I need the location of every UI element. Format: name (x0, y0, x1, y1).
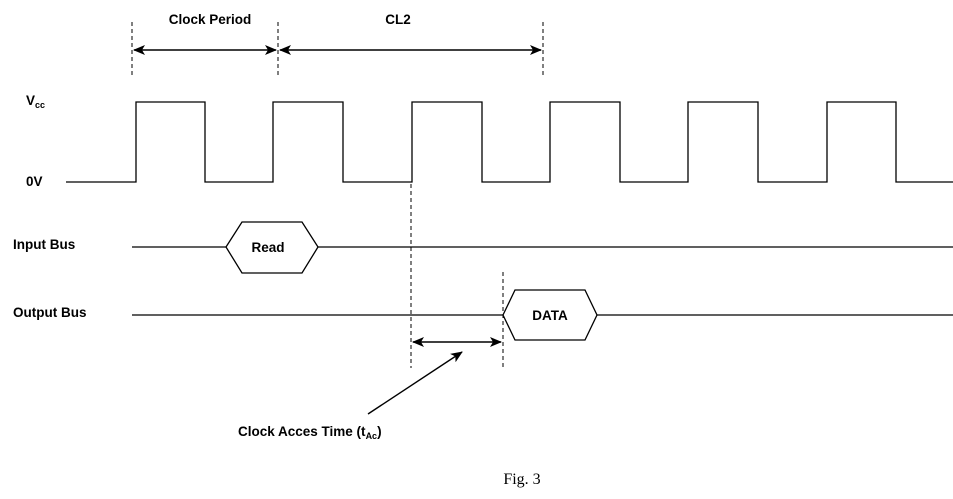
read-label: Read (251, 240, 284, 255)
clock-period-label: Clock Period (169, 12, 252, 27)
data-label: DATA (532, 308, 568, 323)
output-bus-label: Output Bus (13, 305, 87, 320)
vcc-label: Vcc (26, 93, 45, 110)
access-time-pointer-arrow (367, 351, 463, 415)
cl2-label: CL2 (385, 12, 411, 27)
zero-volt-label: 0V (26, 174, 43, 189)
access-time-label: Clock Acces Time (tAc) (238, 424, 382, 441)
figure-caption: Fig. 3 (503, 471, 540, 488)
input-bus-label: Input Bus (13, 237, 75, 252)
clock-signal-waveform (66, 101, 953, 183)
